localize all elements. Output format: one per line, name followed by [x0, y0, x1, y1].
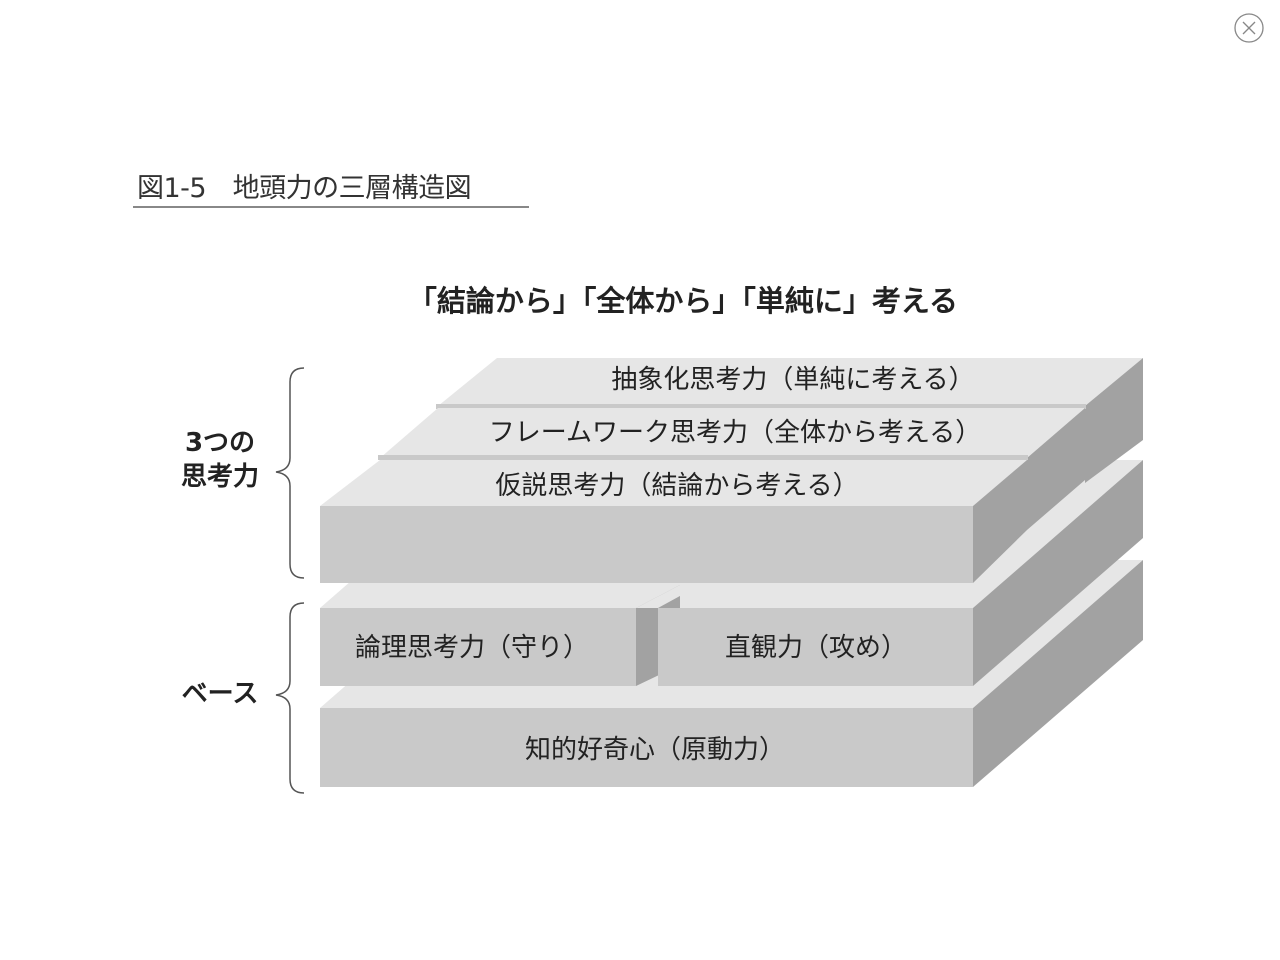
close-button[interactable] [1234, 13, 1264, 43]
close-circle-icon [1234, 13, 1264, 43]
thinking-label-line2: 思考力 [180, 462, 259, 492]
thinking-group-label: 3つの 思考力 [160, 426, 280, 494]
block-logical: 論理思考力（守り） [355, 633, 589, 663]
curiosity-side [973, 560, 1143, 787]
base-group-label: ベース [181, 679, 259, 709]
thinking-brace [275, 367, 305, 579]
hypothesis-side [973, 460, 1027, 583]
curiosity-front [320, 708, 973, 787]
block-intuition: 直観力（攻め） [725, 633, 907, 663]
block-curiosity: 知的好奇心（原動力） [525, 735, 785, 765]
block-hypothesis: 仮説思考力（結論から考える） [495, 471, 858, 501]
block-framework: フレームワーク思考力（全体から考える） [489, 418, 981, 448]
intuition-front [658, 608, 973, 686]
framework-top [380, 408, 1085, 458]
block-abstraction: 抽象化思考力（単純に考える） [611, 365, 974, 395]
title-underline [133, 206, 529, 208]
figure-heading: 「結論から」「全体から」「単純に」考える [407, 284, 959, 318]
thinking-label-line1: 3つの [184, 428, 256, 458]
abstraction-side [1085, 358, 1143, 483]
hypothesis-front [320, 506, 973, 583]
abstraction-top [438, 358, 1143, 406]
logical-front [320, 608, 636, 686]
middle-side [973, 460, 1143, 686]
base-brace [275, 602, 305, 794]
hypothesis-top [320, 460, 1027, 506]
framework-side [1027, 408, 1085, 530]
figure-title: 図1-5 地頭力の三層構造図 [137, 173, 472, 204]
gap-top [636, 585, 700, 608]
